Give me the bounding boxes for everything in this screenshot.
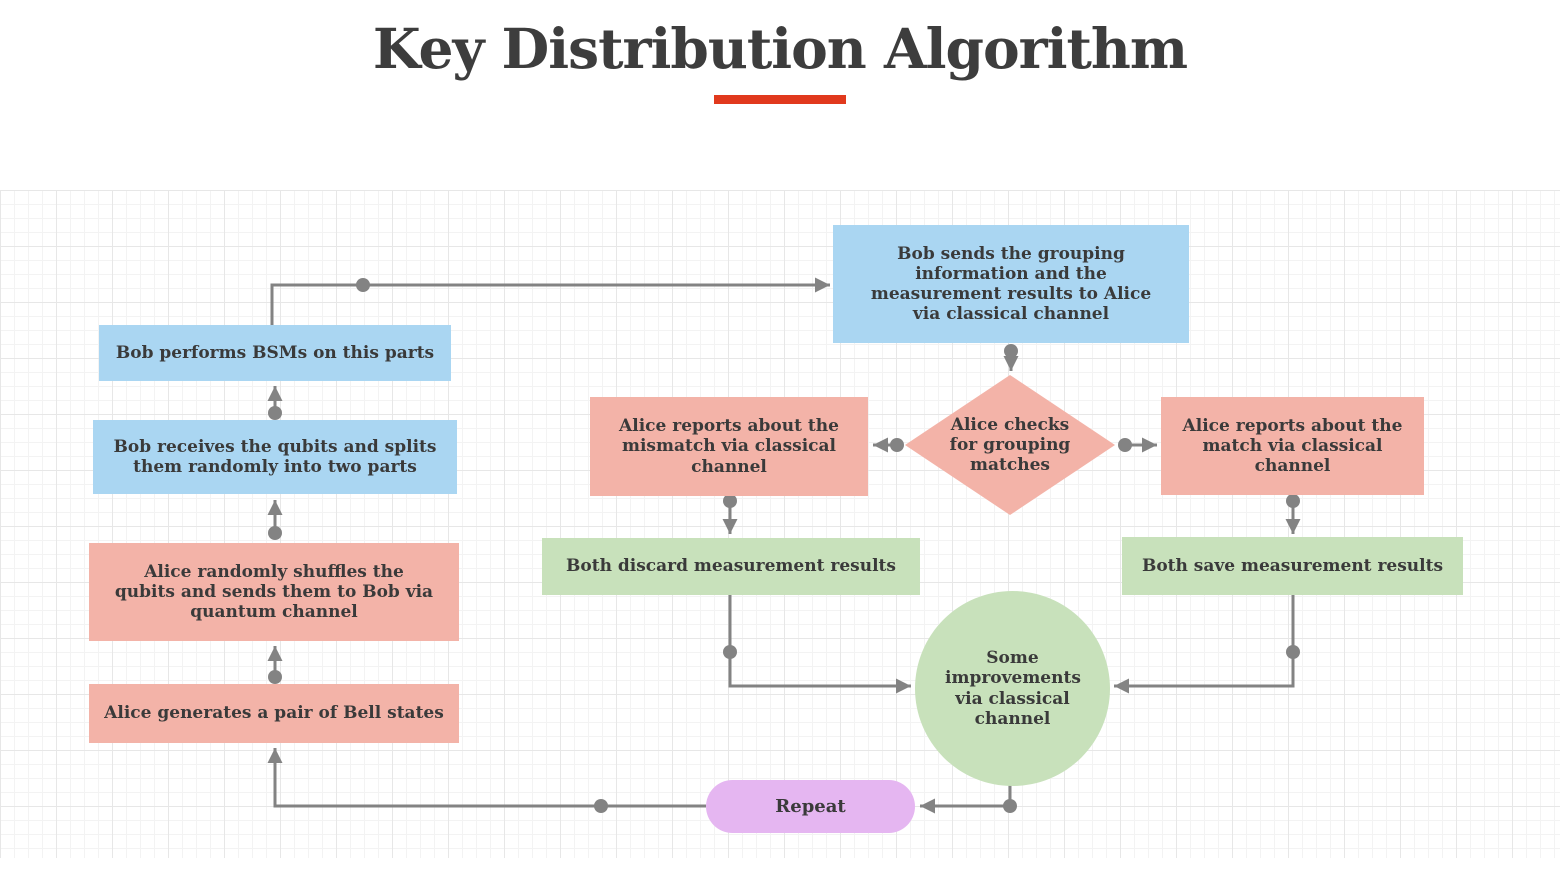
node-alice-reports-mismatch: Alice reports about the mismatch via cla… <box>590 397 868 496</box>
node-both-discard-results: Both discard measurement results <box>542 538 920 595</box>
node-label: Alice reports about the mismatch via cla… <box>619 416 839 477</box>
node-improvements-classical-channel: Some improvements via classical channel <box>915 591 1110 786</box>
node-label: Bob performs BSMs on this parts <box>115 342 435 363</box>
node-label: Alice checks for grouping matches <box>949 414 1071 476</box>
node-bob-sends-grouping-info: Bob sends the grouping information and t… <box>833 225 1189 343</box>
node-label: Some improvements via classical channel <box>945 648 1081 729</box>
node-label: Bob sends the grouping information and t… <box>870 243 1152 325</box>
node-bob-performs-bsms: Bob performs BSMs on this parts <box>99 325 451 381</box>
node-label: Both discard measurement results <box>566 556 896 577</box>
node-label: Both save measurement results <box>1141 555 1444 576</box>
node-repeat: Repeat <box>706 780 915 833</box>
node-label: Alice generates a pair of Bell states <box>104 703 444 724</box>
node-bob-receives-qubits: Bob receives the qubits and splits them … <box>93 420 457 494</box>
node-alice-reports-match: Alice reports about the match via classi… <box>1161 397 1424 495</box>
node-alice-shuffles-qubits: Alice randomly shuffles the qubits and s… <box>89 543 459 641</box>
diagram-canvas <box>0 190 1560 858</box>
page-title: Key Distribution Algorithm <box>372 16 1188 81</box>
node-label: Bob receives the qubits and splits them … <box>113 436 437 477</box>
title-underline <box>714 95 846 104</box>
header: Key Distribution Algorithm <box>0 0 1560 190</box>
node-alice-generates-bell-states: Alice generates a pair of Bell states <box>89 684 459 743</box>
node-label: Alice reports about the match via classi… <box>1182 415 1403 477</box>
node-label: Alice randomly shuffles the qubits and s… <box>114 561 434 623</box>
node-both-save-results: Both save measurement results <box>1122 537 1463 595</box>
node-label: Repeat <box>775 795 846 817</box>
